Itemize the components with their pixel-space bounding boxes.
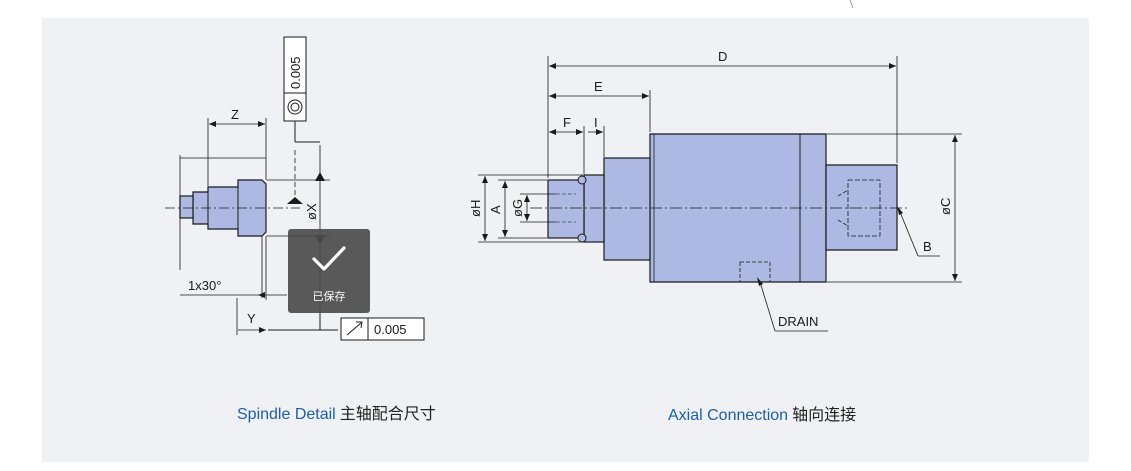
dim-z-label: Z [231, 107, 239, 122]
content-panel [42, 18, 1089, 462]
chamfer-label: 1x30° [188, 278, 221, 293]
toast-text: 已保存 [312, 290, 346, 303]
drain-label: DRAIN [778, 314, 818, 329]
dim-i-label: I [594, 115, 598, 130]
shaft-end [547, 179, 585, 239]
dim-f-label: F [563, 115, 571, 130]
dim-c-label: øC [938, 198, 953, 215]
axial-connection-caption-zh: 轴向连接 [792, 405, 857, 424]
spindle-detail-caption-zh: 主轴配合尺寸 [339, 404, 436, 423]
dim-y-label: Y [247, 311, 256, 326]
outlet-port [825, 164, 898, 251]
dim-a-label: A [488, 205, 503, 214]
dim-g-label: øG [510, 199, 525, 217]
concentricity-icon [287, 99, 303, 115]
dim-d-label: D [718, 49, 727, 64]
runout-icon [346, 321, 363, 336]
axial-connection-caption-en: Axial Connection [668, 407, 789, 424]
spindle-tip [179, 195, 194, 219]
spindle-detail-drawing: Z 1x30° Y 0.005 0.005 [165, 36, 425, 341]
dim-e-label: E [594, 79, 603, 94]
concentricity-value: 0.005 [288, 56, 303, 89]
shaft-collar [603, 157, 651, 261]
runout-value: 0.005 [374, 322, 407, 337]
spindle-detail-caption-en: Spindle Detail [237, 406, 336, 423]
saved-toast: 已保存 [288, 229, 370, 313]
dim-x-label: øX [304, 203, 319, 220]
drain-port [739, 261, 771, 283]
axial-connection-drawing: D E F I øH A øG øC B [468, 49, 962, 332]
checkmark-icon [312, 246, 346, 271]
dim-h-label: øH [468, 200, 483, 217]
dim-b-label: B [923, 239, 932, 254]
corner-mark-icon [849, 0, 854, 9]
